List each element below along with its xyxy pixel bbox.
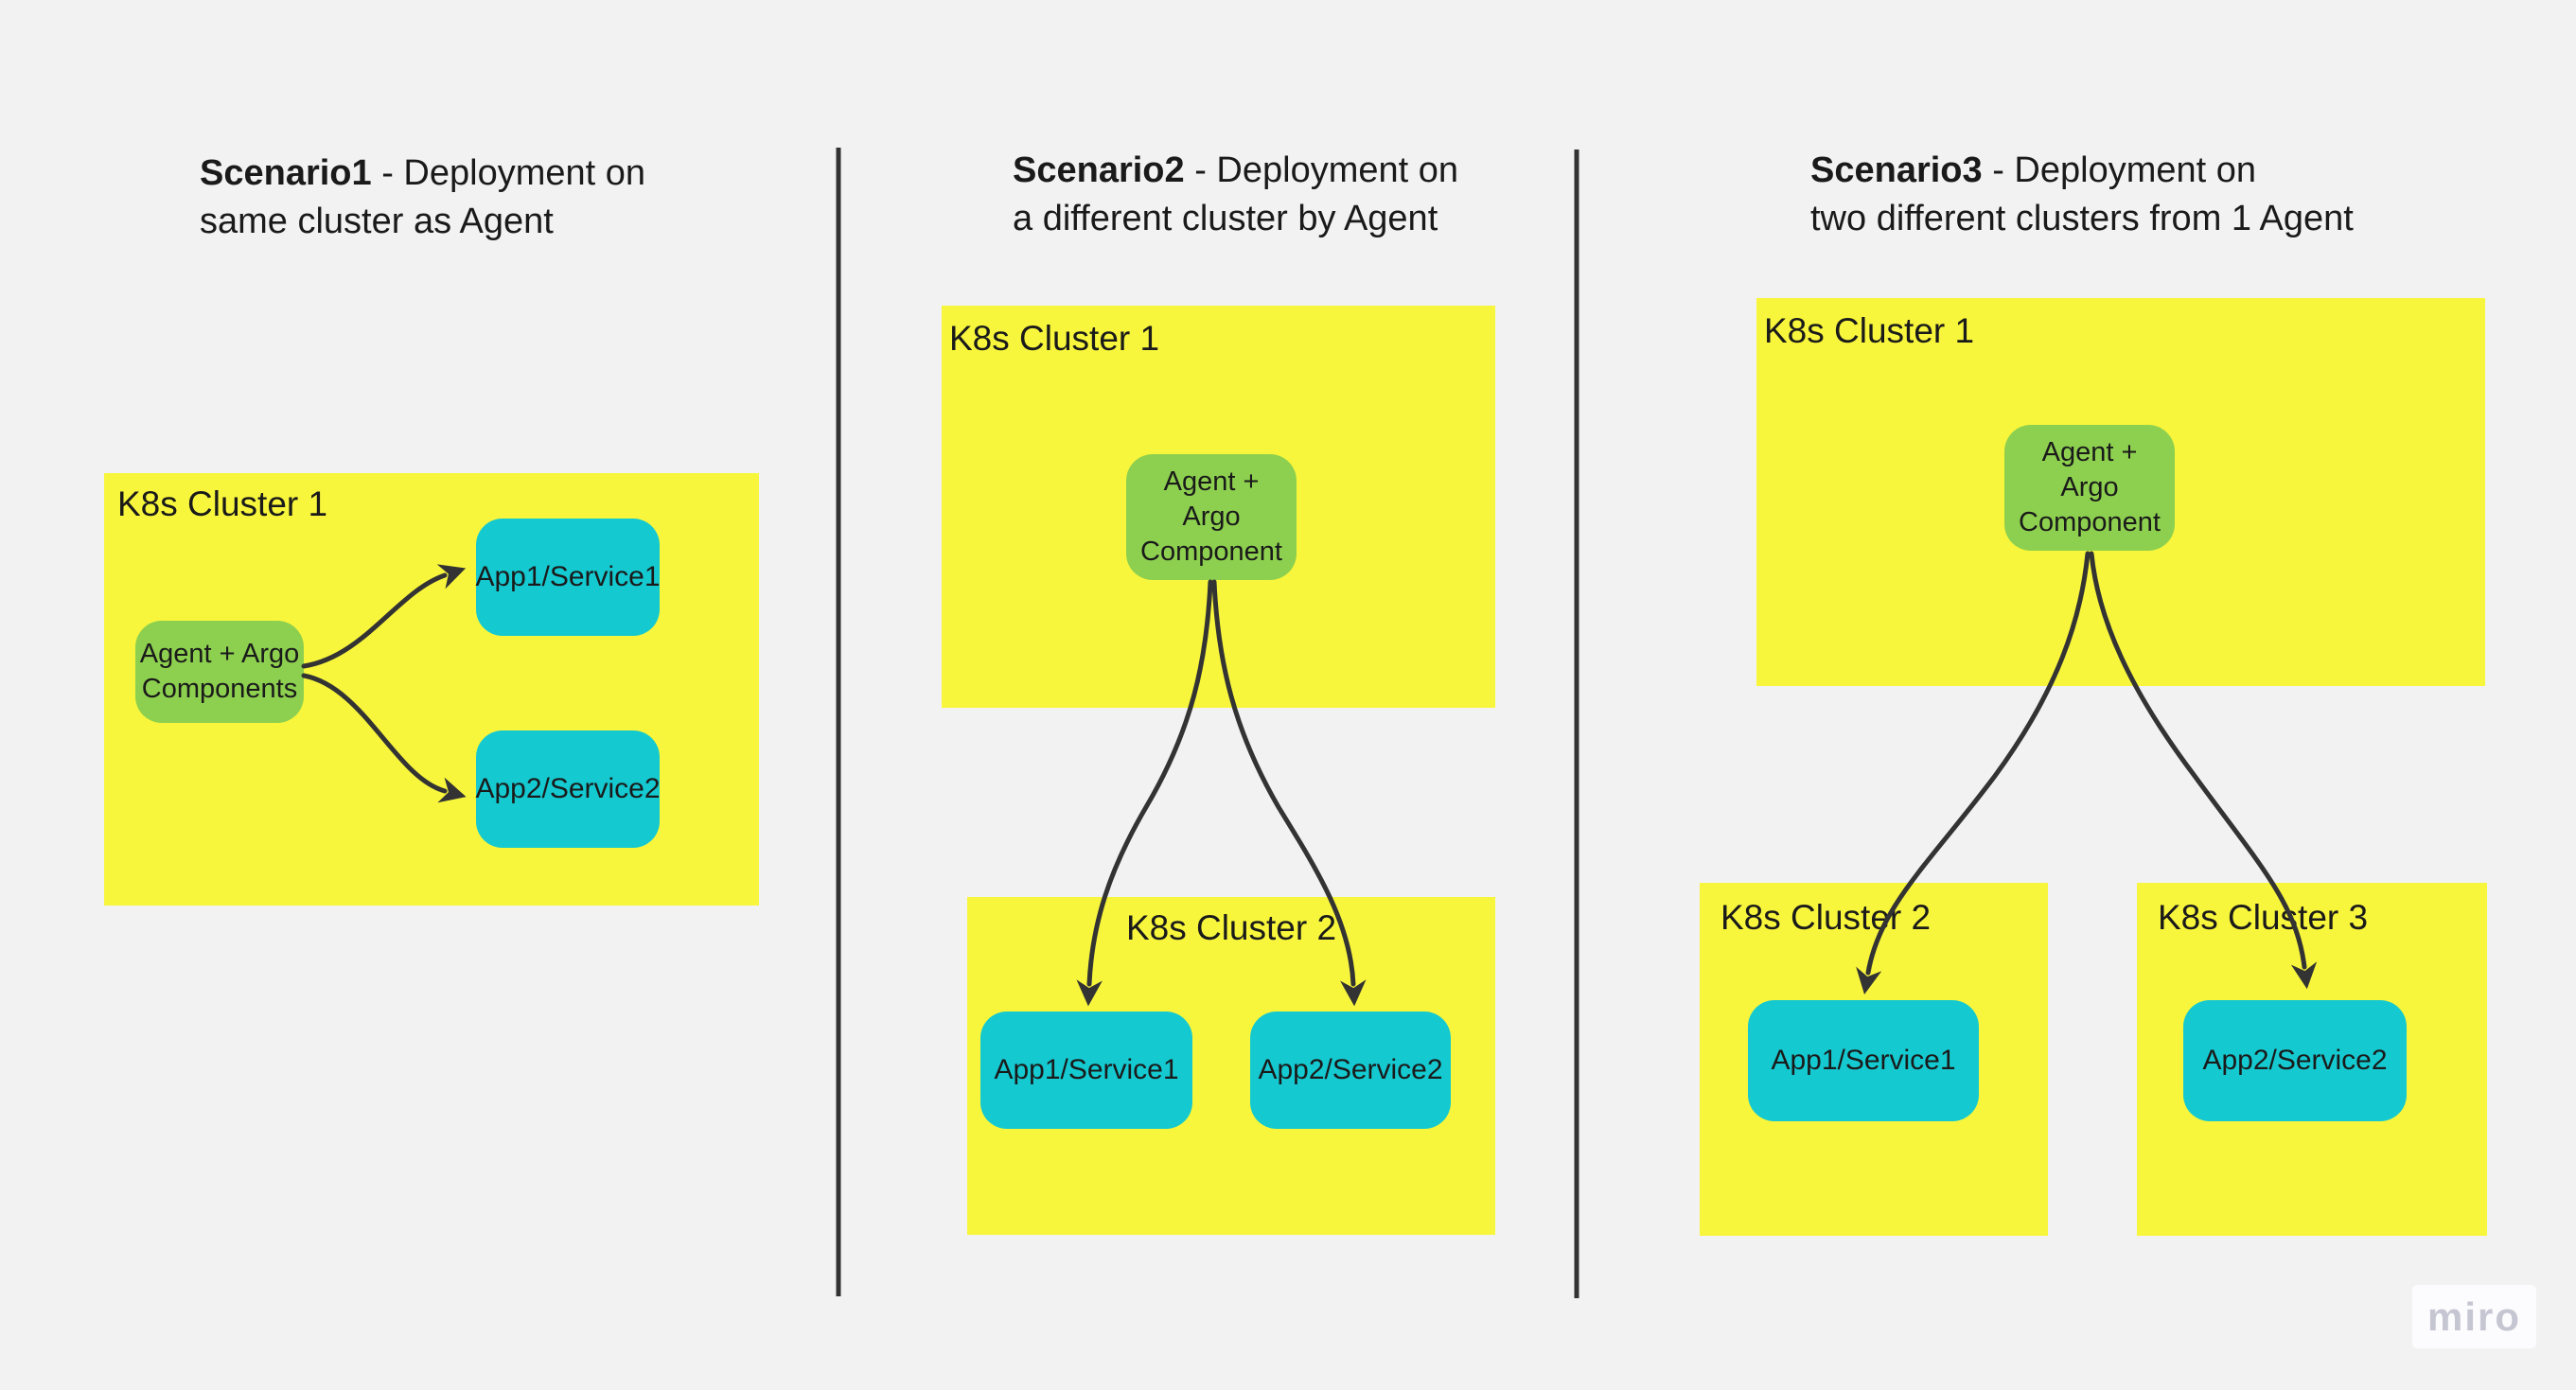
s1-cluster1-label: K8s Cluster 1: [117, 484, 328, 523]
scenario3-title: Scenario3 - Deployment on two different …: [1810, 147, 2354, 243]
s3-app2-label: App2/Service2: [2202, 1045, 2388, 1076]
s2-app1-node: App1/Service1: [980, 1012, 1192, 1129]
scenario2-title-rest: - Deployment on: [1194, 150, 1459, 190]
s2-app1-label: App1/Service1: [994, 1054, 1179, 1085]
scenario1-title-rest: - Deployment on: [381, 153, 646, 193]
s3-agent-label-line2: Argo: [2060, 472, 2119, 502]
scenario1-title: Scenario1 - Deployment on same cluster a…: [200, 150, 645, 246]
s1-app2-label: App2/Service2: [475, 773, 661, 804]
s2-app2-node: App2/Service2: [1250, 1012, 1451, 1129]
s2-app2-label: App2/Service2: [1258, 1054, 1443, 1085]
scenario2-title-bold: Scenario2: [1013, 150, 1185, 190]
s3-app1-node: App1/Service1: [1748, 1000, 1979, 1121]
s3-app1-label: App1/Service1: [1771, 1045, 1956, 1076]
scenario2-title: Scenario2 - Deployment on a different cl…: [1013, 147, 1458, 243]
s2-cluster1-label: K8s Cluster 1: [949, 319, 1160, 358]
s1-agent-node: Agent + Argo Components: [135, 621, 304, 723]
s2-agent-label-line2: Argo: [1182, 501, 1241, 532]
s1-app1-node: App1/Service1: [475, 519, 661, 636]
scenario3-title-rest: - Deployment on: [1992, 150, 2257, 190]
s1-agent-label-line1: Agent + Argo: [139, 639, 300, 669]
s3-cluster1-label: K8s Cluster 1: [1764, 311, 1975, 350]
s2-cluster2-label: K8s Cluster 2: [1125, 908, 1337, 947]
miro-watermark-label: miro: [2426, 1293, 2521, 1339]
scenario3-title-bold: Scenario3: [1810, 150, 1983, 190]
scenario2-title-line1: Scenario2 - Deployment on: [1013, 147, 1458, 195]
scenario1-title-bold: Scenario1: [200, 153, 372, 193]
s1-app2-node: App2/Service2: [475, 730, 661, 848]
scenario3-title-line2: two different clusters from 1 Agent: [1810, 199, 2354, 238]
s2-agent-node: Agent + Argo Component: [1126, 454, 1297, 580]
s2-agent-label-line1: Agent +: [1163, 466, 1260, 497]
s3-agent-label-line1: Agent +: [2041, 437, 2138, 467]
scenario1-title-line2: same cluster as Agent: [200, 202, 554, 241]
s3-agent-node: Agent + Argo Component: [2004, 425, 2175, 551]
s1-agent-label-line2: Components: [141, 674, 298, 704]
s3-agent-label-line3: Component: [2019, 507, 2161, 537]
scenario3-title-line1: Scenario3 - Deployment on: [1810, 147, 2354, 195]
s3-app2-node: App2/Service2: [2183, 1000, 2407, 1121]
scenario1-title-line1: Scenario1 - Deployment on: [200, 150, 645, 198]
s2-agent-label-line3: Component: [1140, 537, 1282, 567]
s3-cluster2-label: K8s Cluster 2: [1720, 898, 1932, 937]
s1-app1-label: App1/Service1: [475, 561, 661, 592]
s3-cluster3-label: K8s Cluster 3: [2158, 898, 2369, 937]
scenario2-title-line2: a different cluster by Agent: [1013, 199, 1438, 238]
miro-watermark: miro: [2412, 1285, 2536, 1348]
